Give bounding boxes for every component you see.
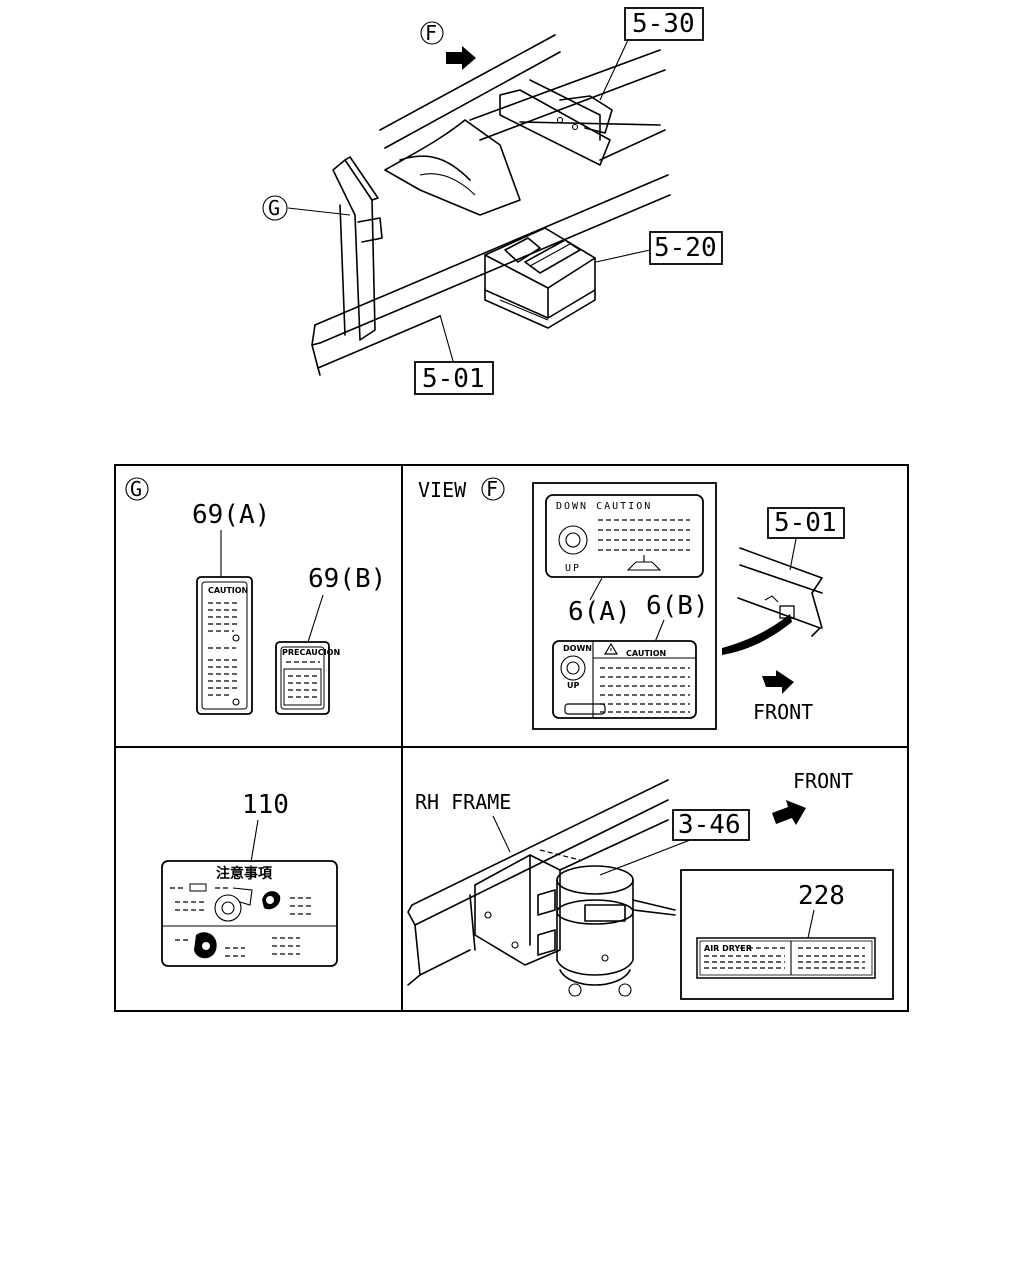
front-label-rh: FRONT bbox=[793, 769, 853, 793]
front-label-view: FRONT bbox=[753, 700, 813, 724]
ref-box-5-20[interactable]: 5-20 bbox=[649, 231, 723, 265]
part-228-label: 228 bbox=[798, 881, 845, 911]
part-110-label: 110 bbox=[242, 790, 289, 820]
part-6a-label: 6(A) bbox=[568, 597, 631, 627]
panel-g: G 69(A) 69(B) CAUTION bbox=[125, 477, 386, 715]
ref-box-5-30[interactable]: 5-30 bbox=[624, 7, 704, 41]
rh-frame-rail bbox=[407, 779, 669, 986]
decal-228[interactable]: AIR DRYER bbox=[696, 937, 876, 979]
decal-6a-heading: DOWN CAUTION bbox=[556, 501, 652, 512]
view-marker-f-text: F bbox=[425, 21, 437, 45]
view-marker-g-text: G bbox=[268, 196, 280, 220]
decal-6a-up: UP bbox=[565, 563, 581, 574]
air-dryer-bracket bbox=[474, 849, 581, 966]
detail-grid bbox=[114, 464, 909, 1012]
decal-69b-heading: PRECAUCION bbox=[282, 648, 340, 657]
decal-228-heading: AIR DRYER bbox=[704, 944, 752, 953]
ref-5-01-text: 5-01 bbox=[422, 364, 485, 394]
decal-110-heading: 注意事項 bbox=[216, 865, 273, 882]
view-f-marker: F bbox=[486, 477, 498, 501]
decal-6b-heading: CAUTION bbox=[626, 649, 666, 658]
ref-5-30-text: 5-30 bbox=[632, 9, 695, 39]
ref-3-46-text: 3-46 bbox=[678, 810, 741, 840]
panel-110: 110 注意事項 bbox=[161, 790, 338, 967]
decal-6b[interactable]: CAUTION DOWN UP bbox=[552, 640, 697, 719]
front-arrow-icon bbox=[772, 800, 806, 825]
air-dryer-unit bbox=[556, 865, 676, 997]
decal-69a[interactable]: CAUTION bbox=[196, 576, 253, 715]
decal-6b-down: DOWN bbox=[563, 644, 592, 653]
view-marker-f-top: F bbox=[420, 21, 444, 45]
decal-110[interactable]: 注意事項 bbox=[161, 860, 338, 967]
ref-box-5-01-view[interactable]: 5-01 bbox=[767, 507, 845, 539]
view-marker-g-top: G bbox=[262, 195, 288, 221]
ref-box-5-01[interactable]: 5-01 bbox=[414, 361, 494, 395]
part-69b-label: 69(B) bbox=[308, 564, 386, 594]
panel-rh-frame: RH FRAME bbox=[407, 769, 894, 1000]
ref-box-3-46[interactable]: 3-46 bbox=[672, 809, 750, 841]
decal-69a-heading: CAUTION bbox=[208, 586, 248, 595]
decal-6b-up: UP bbox=[567, 681, 579, 690]
front-arrow-icon bbox=[446, 46, 476, 70]
part-69a-label: 69(A) bbox=[192, 500, 270, 530]
rh-frame-label: RH FRAME bbox=[415, 790, 511, 814]
ref-5-01-view-text: 5-01 bbox=[774, 508, 837, 538]
panel-view-f: VIEW F DOWN CAUTION UP 6(A) 6(B) bbox=[418, 477, 845, 730]
part-6b-label: 6(B) bbox=[646, 591, 709, 621]
view-f-title: VIEW bbox=[418, 478, 467, 502]
decal-6a[interactable]: DOWN CAUTION UP bbox=[545, 494, 704, 578]
front-arrow-icon bbox=[762, 670, 794, 694]
decal-69b[interactable]: PRECAUCION bbox=[275, 641, 340, 715]
ref-5-20-text: 5-20 bbox=[654, 233, 717, 263]
panel-g-marker: G bbox=[130, 477, 142, 501]
top-chassis-illustration bbox=[287, 34, 671, 376]
frame-fragment-view-f bbox=[722, 547, 823, 655]
caution-triangle-icon bbox=[603, 642, 619, 655]
